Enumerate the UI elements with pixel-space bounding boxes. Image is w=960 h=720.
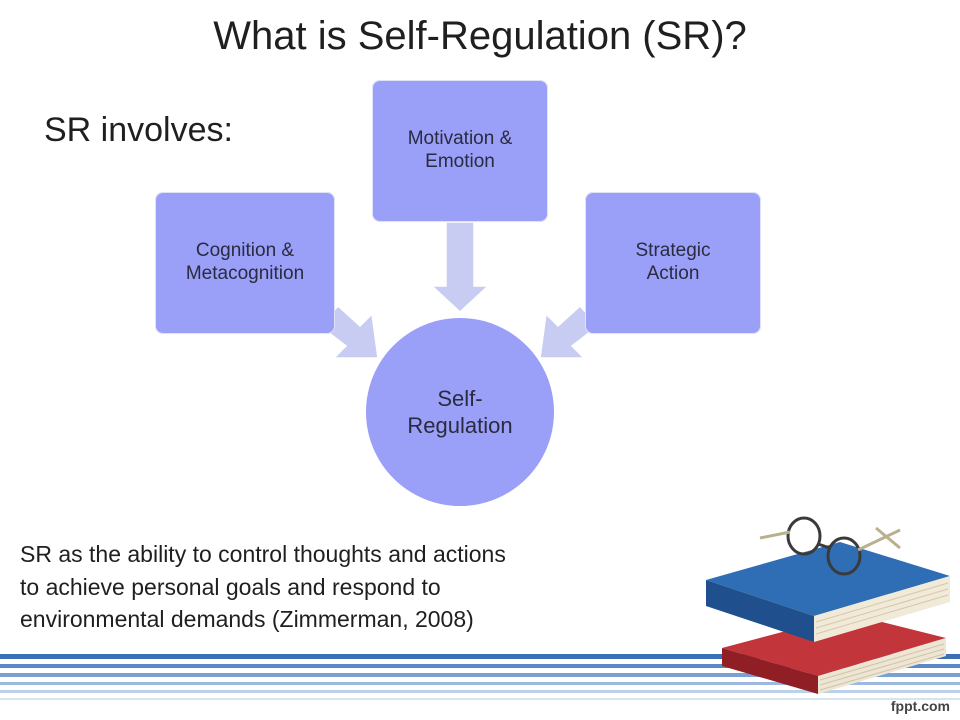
books-with-glasses-illustration — [706, 516, 950, 694]
footer-stripes — [0, 654, 960, 700]
glasses-icon — [759, 516, 901, 576]
quote-line: to achieve personal goals and respond to — [20, 573, 441, 600]
quote-line: environmental demands (Zimmerman, 2008) — [20, 606, 474, 633]
slide-subtitle: SR involves: — [44, 111, 233, 149]
node-strategic-line1: Strategic — [635, 240, 711, 262]
node-self-regulation: Self- Regulation — [366, 318, 554, 506]
red-book-icon — [722, 614, 946, 694]
brand-label: fppt.com — [890, 698, 950, 714]
slide-title: What is Self-Regulation (SR)? — [213, 14, 747, 58]
center-line1: Self- — [437, 385, 483, 411]
node-strategic-line2: Action — [646, 263, 700, 284]
blue-book-icon — [706, 542, 950, 642]
center-line2: Regulation — [407, 413, 513, 438]
node-motivation-line2: Emotion — [425, 151, 495, 172]
node-motivation-line1: Motivation & — [407, 128, 513, 150]
node-motivation-emotion: Motivation & Emotion — [372, 80, 548, 222]
quote-line: SR as the ability to control thoughts an… — [20, 541, 506, 567]
arrow-strategic-to-center — [539, 304, 600, 359]
arrow-motivation-to-center — [430, 221, 490, 314]
node-strategic-action: Strategic Action — [585, 192, 761, 334]
node-cognition-line1: Cognition & — [195, 240, 295, 262]
node-cognition-metacognition: Cognition & Metacognition — [155, 192, 335, 334]
definition-quote: SR as the ability to control thoughts an… — [20, 538, 710, 636]
node-cognition-line2: Metacognition — [185, 263, 305, 284]
